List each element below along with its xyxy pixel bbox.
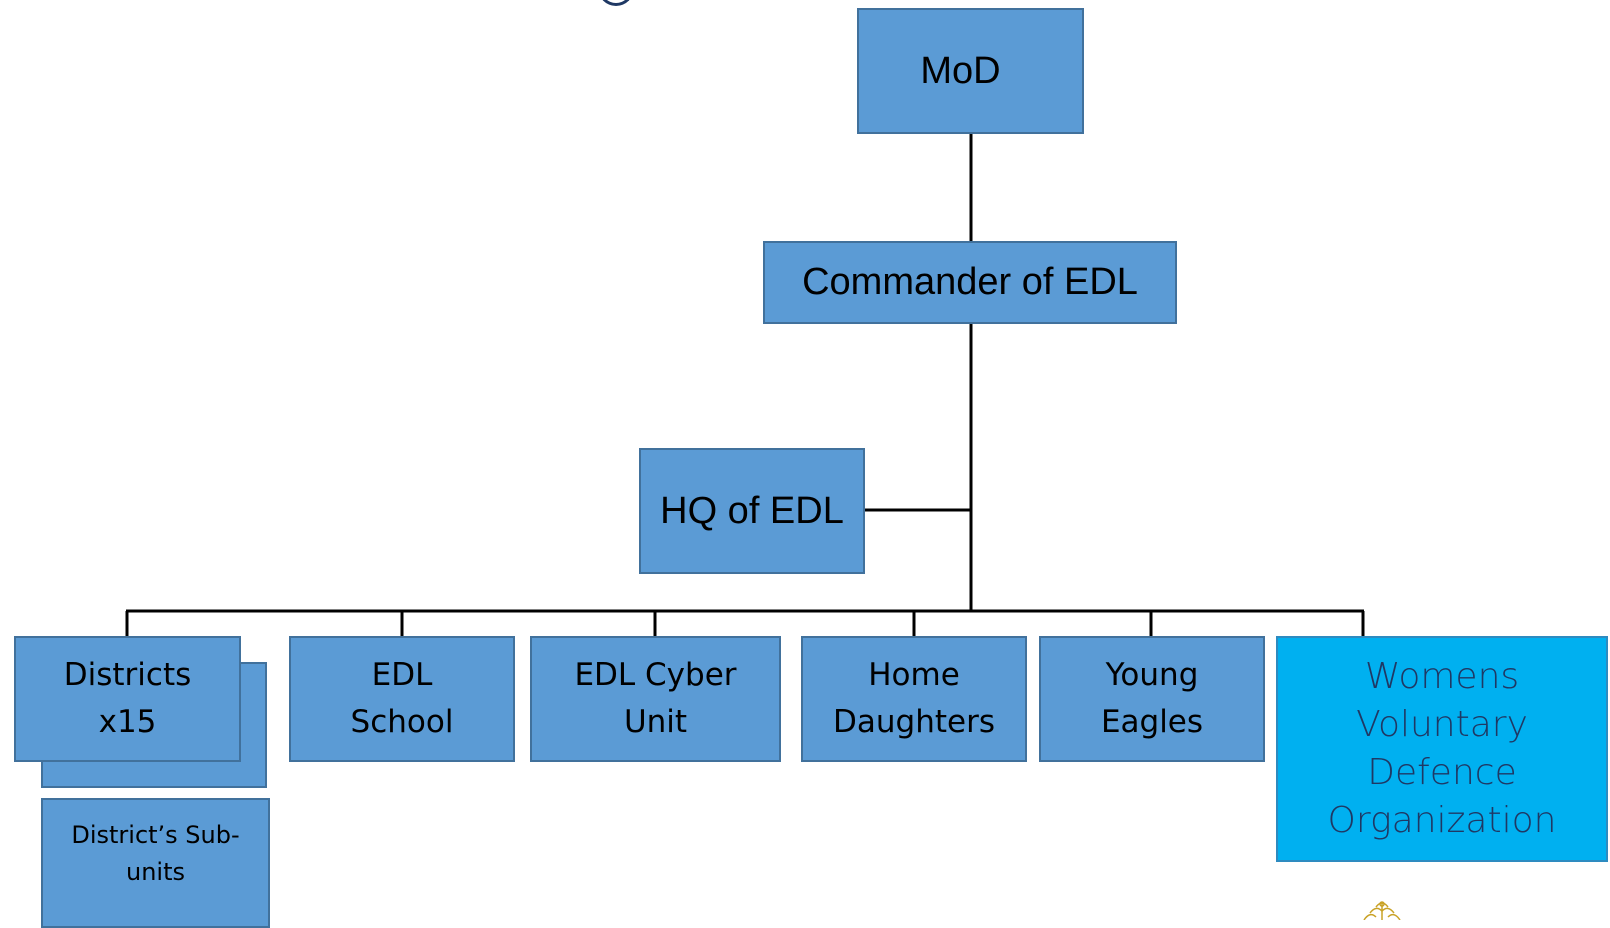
cyber-label-line1: EDL Cyber <box>574 657 737 693</box>
young-eagles-label-line2: Eagles <box>1100 704 1204 740</box>
subunits-label-line2: units <box>125 858 185 886</box>
cyber-label-line2: Unit <box>623 704 688 740</box>
mod-box[interactable]: MoD <box>857 8 1084 134</box>
wvdo-label-line2: Voluntary <box>1356 704 1528 745</box>
young-eagles-label-line1: Young <box>1105 657 1199 693</box>
districts-label-line1: Districts <box>63 657 192 693</box>
school-label-line2: School <box>350 704 454 740</box>
home-daughters-label-line2: Daughters <box>833 704 995 740</box>
subunits-label-line1: District’s Sub- <box>71 821 240 849</box>
home-daughters-label-line1: Home <box>868 657 960 693</box>
home-daughters-box[interactable]: Home Daughters <box>801 636 1027 762</box>
district-subunits-box[interactable]: District’s Sub- units <box>41 798 270 928</box>
wvdo-label-line1: Womens <box>1364 656 1520 697</box>
hq-label: HQ of EDL <box>660 489 844 532</box>
school-label-line1: EDL <box>371 657 433 693</box>
mod-label: MoD <box>920 49 1001 92</box>
edl-school-box[interactable]: EDL School <box>289 636 515 762</box>
emblem-icon <box>1363 901 1401 920</box>
commander-label: Commander of EDL <box>802 261 1138 303</box>
commander-box[interactable]: Commander of EDL <box>763 241 1177 324</box>
edl-cyber-unit-box[interactable]: EDL Cyber Unit <box>530 636 781 762</box>
young-eagles-box[interactable]: Young Eagles <box>1039 636 1265 762</box>
districts-label-line2: x15 <box>98 704 157 740</box>
wvdo-label-line3: Defence <box>1367 752 1517 793</box>
wvdo-box[interactable]: Womens Voluntary Defence Organization <box>1276 636 1608 862</box>
wvdo-label-line4: Organization <box>1327 800 1557 841</box>
districts-box[interactable]: Districts x15 <box>14 636 241 762</box>
hq-box[interactable]: HQ of EDL <box>639 448 865 574</box>
